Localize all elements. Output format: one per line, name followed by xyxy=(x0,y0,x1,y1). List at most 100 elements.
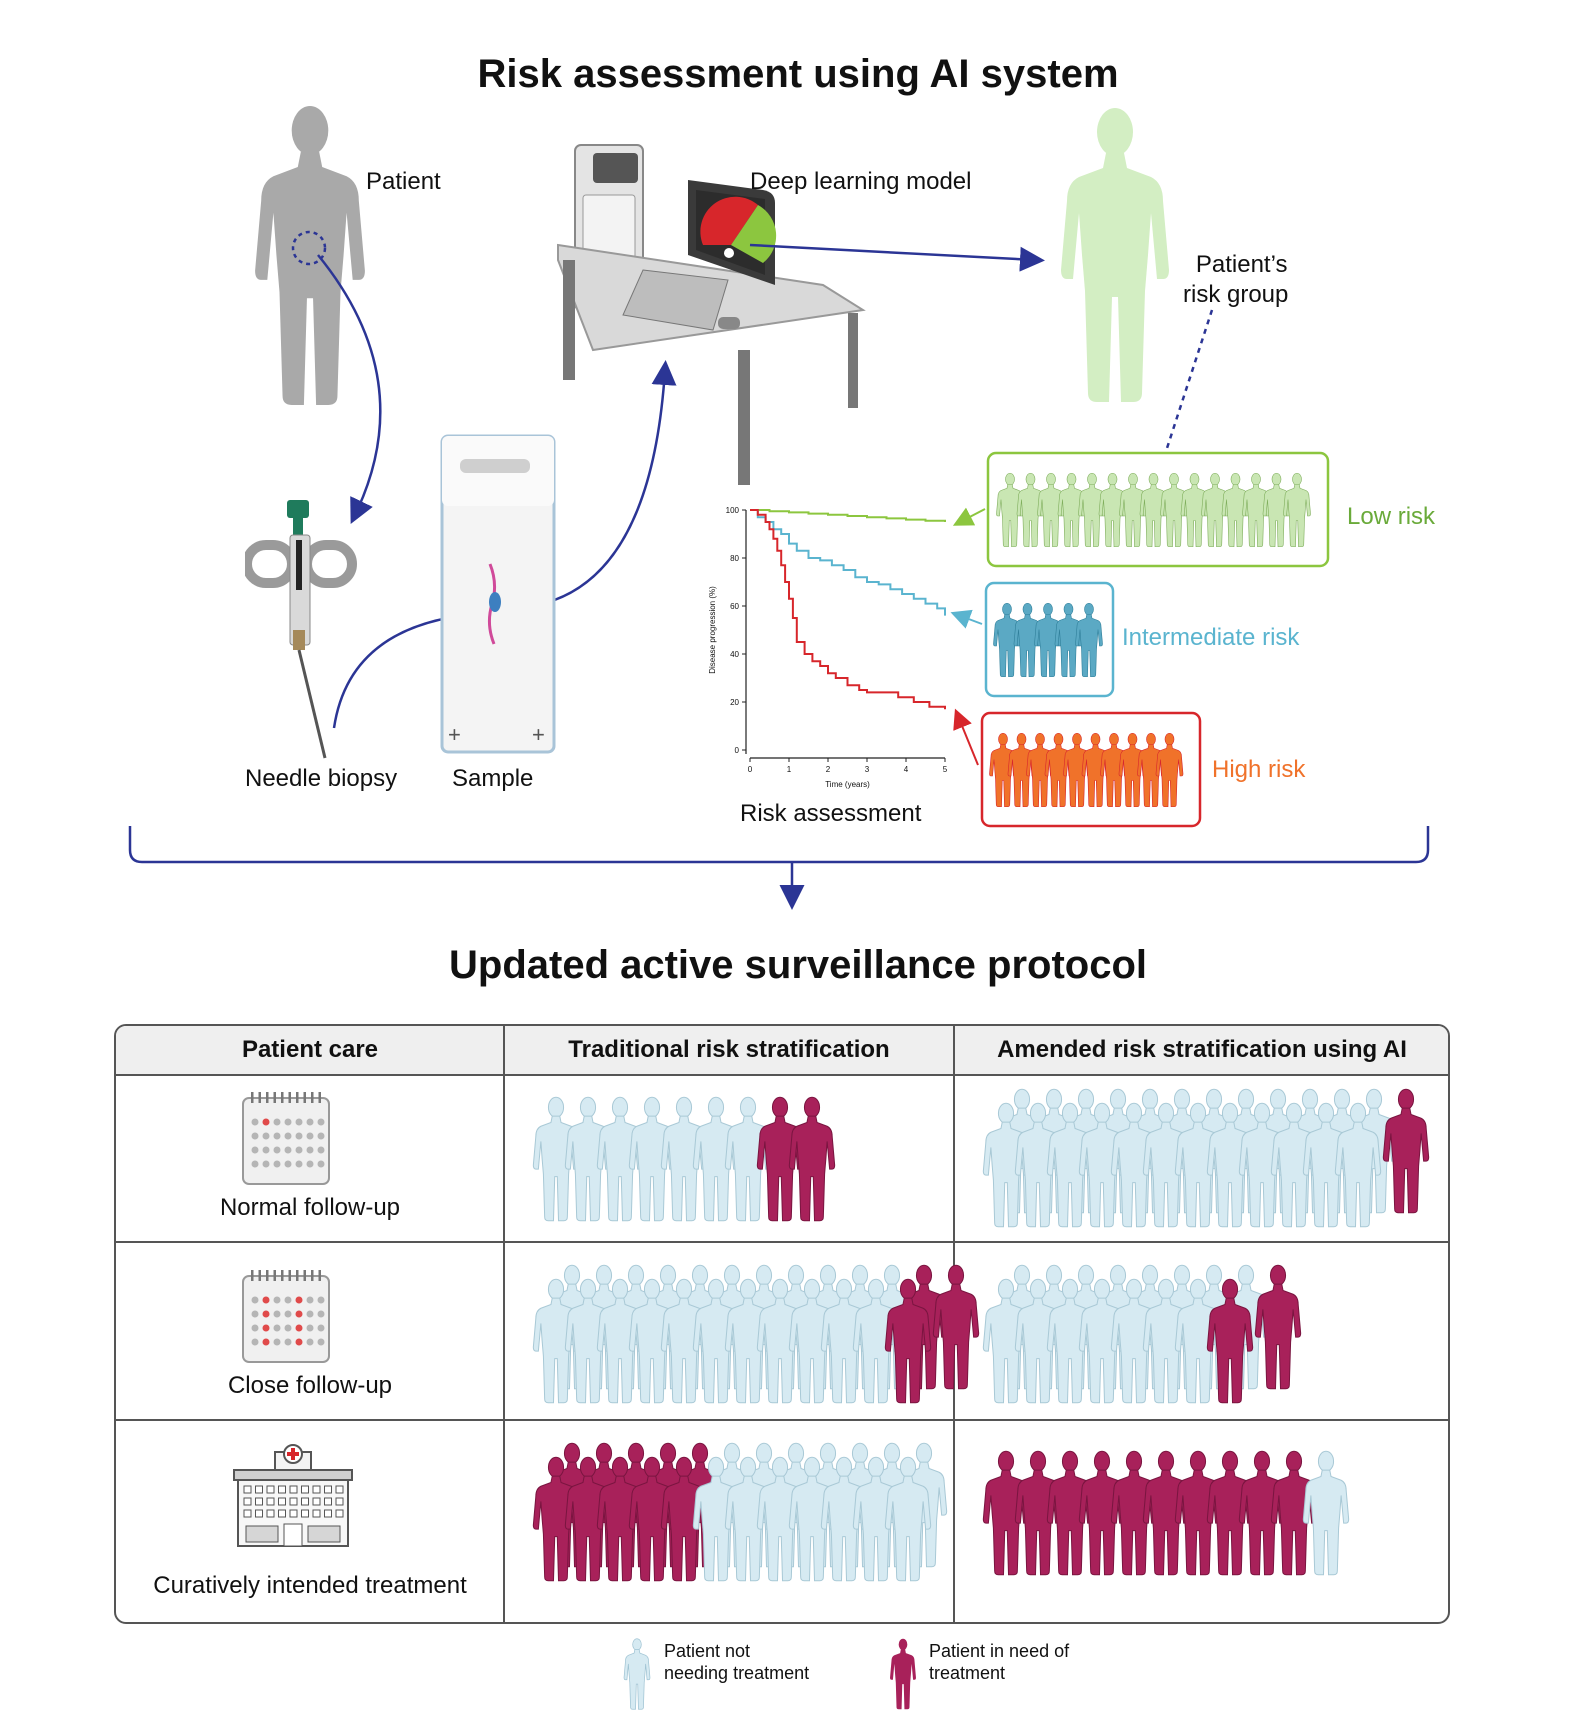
low-risk-person xyxy=(1139,472,1168,548)
calendar-dot xyxy=(273,1118,281,1126)
calendar-ring xyxy=(258,1270,261,1281)
patient-needing-treatment xyxy=(1174,1450,1222,1576)
calendar-ring xyxy=(281,1092,284,1103)
high-risk-box xyxy=(980,711,1202,828)
protocol-table: Patient care Traditional risk stratifica… xyxy=(114,1024,1450,1624)
patient-not-needing-treatment xyxy=(628,1096,676,1222)
patient-needing-treatment xyxy=(1110,1450,1158,1576)
calendar-dot xyxy=(317,1324,325,1332)
hospital-window xyxy=(266,1509,275,1518)
y-tick-label: 100 xyxy=(726,506,740,515)
calendar-ring xyxy=(266,1092,269,1103)
low-risk-person xyxy=(1057,472,1086,548)
legend-needing-icon xyxy=(890,1638,916,1710)
hospital-window xyxy=(243,1497,252,1506)
hospital-window xyxy=(255,1509,263,1518)
calendar-dot xyxy=(251,1132,259,1140)
row-label-close: Close follow-up xyxy=(227,1372,393,1399)
hospital-window xyxy=(301,1509,309,1518)
hospital-window xyxy=(289,1485,298,1494)
calendar-ring xyxy=(303,1092,306,1103)
y-tick-label: 80 xyxy=(730,554,739,563)
calendar-dot xyxy=(251,1324,259,1332)
patient-needing-treatment xyxy=(1046,1450,1094,1576)
intermediate-risk-label: Intermediate risk xyxy=(1122,624,1300,651)
calendar-dot xyxy=(251,1146,259,1154)
calendar-dot xyxy=(295,1310,303,1318)
calendar-dot xyxy=(284,1324,292,1332)
y-tick-label: 20 xyxy=(730,698,739,707)
risk-group-label: Patient’s risk group xyxy=(1183,250,1288,310)
x-tick-label: 0 xyxy=(748,765,753,774)
calendar-dot xyxy=(317,1310,325,1318)
km-series-line-2 xyxy=(750,509,946,710)
patient-needing-treatment xyxy=(932,1264,980,1390)
patient-not-needing-treatment xyxy=(596,1096,644,1222)
intermediate-risk-box xyxy=(984,581,1115,698)
calendar-dot xyxy=(273,1310,281,1318)
legend-not-needing-line2: needing treatment xyxy=(664,1663,810,1683)
calendar-dot xyxy=(295,1160,303,1168)
patient-needing-treatment xyxy=(1238,1450,1286,1576)
calendar-dot xyxy=(262,1296,270,1304)
risk-group-label-line2: risk group xyxy=(1183,281,1289,308)
intermediate-risk-person xyxy=(1013,602,1042,678)
sample-label: Sample xyxy=(452,765,534,792)
x-axis-label: Time (years) xyxy=(825,780,870,789)
calendar-dot xyxy=(284,1132,292,1140)
calendar-ring xyxy=(311,1092,314,1103)
high-risk-person xyxy=(1100,732,1128,808)
calendar-ring xyxy=(311,1270,314,1281)
patient-needing-treatment xyxy=(1382,1088,1430,1214)
risk-group-label-line1: Patient’s xyxy=(1195,251,1288,278)
high-risk-person xyxy=(1007,732,1036,808)
legend-needing-line2: treatment xyxy=(929,1663,1006,1683)
high-risk-person xyxy=(1118,732,1147,808)
needle-label: Needle biopsy xyxy=(245,765,398,792)
patient-not-needing-treatment xyxy=(692,1096,740,1222)
low-risk-person xyxy=(1221,472,1250,548)
legend-needing-line1: Patient in need of xyxy=(929,1641,1070,1661)
patient-needing-treatment xyxy=(982,1450,1030,1576)
y-tick-label: 0 xyxy=(735,746,740,755)
calendar-ring xyxy=(251,1270,254,1281)
hospital-window xyxy=(335,1497,344,1506)
low-risk-person xyxy=(1160,472,1188,548)
header-traditional: Traditional risk stratification xyxy=(504,1026,954,1076)
patient-needing-treatment xyxy=(1254,1264,1302,1390)
hospital-window xyxy=(335,1485,344,1494)
calendar-dot xyxy=(284,1338,292,1346)
hospital-window xyxy=(312,1485,321,1494)
calendar-dot xyxy=(306,1310,314,1318)
km-series-line-0 xyxy=(750,509,946,522)
svg-text:+: + xyxy=(448,722,461,747)
calendar-dot xyxy=(284,1160,292,1168)
calendar-dot xyxy=(284,1310,292,1318)
calendar-dot xyxy=(262,1118,270,1126)
x-tick-label: 4 xyxy=(904,765,909,774)
calendar-dot xyxy=(251,1338,259,1346)
calendar-ring xyxy=(296,1092,299,1103)
calendar-dot xyxy=(306,1146,314,1154)
legend-not-needing-label: Patient not needing treatment xyxy=(664,1640,809,1684)
low-risk-person xyxy=(1262,472,1291,548)
patient-needing-treatment xyxy=(1270,1450,1318,1576)
y-tick-label: 40 xyxy=(730,650,739,659)
calendar-dot xyxy=(306,1324,314,1332)
calendar-dot xyxy=(317,1338,325,1346)
legend-not-needing-icon xyxy=(623,1638,651,1710)
calendar-dot xyxy=(284,1146,292,1154)
high-risk-person xyxy=(1063,732,1091,808)
intermediate-risk-person xyxy=(1034,602,1062,678)
intermediate-risk-person xyxy=(1054,602,1083,678)
calendar-dot xyxy=(295,1132,303,1140)
hospital-window xyxy=(301,1497,309,1506)
calendar-dot xyxy=(262,1310,270,1318)
low-risk-person xyxy=(996,472,1024,548)
bracket xyxy=(128,826,1430,864)
calendar-ring xyxy=(288,1092,291,1103)
row-label-curative: Curatively intended treatment xyxy=(153,1572,467,1599)
calendar-ring xyxy=(281,1270,284,1281)
patient-needing-treatment xyxy=(1014,1450,1062,1576)
patient-needing-treatment xyxy=(1078,1450,1126,1576)
